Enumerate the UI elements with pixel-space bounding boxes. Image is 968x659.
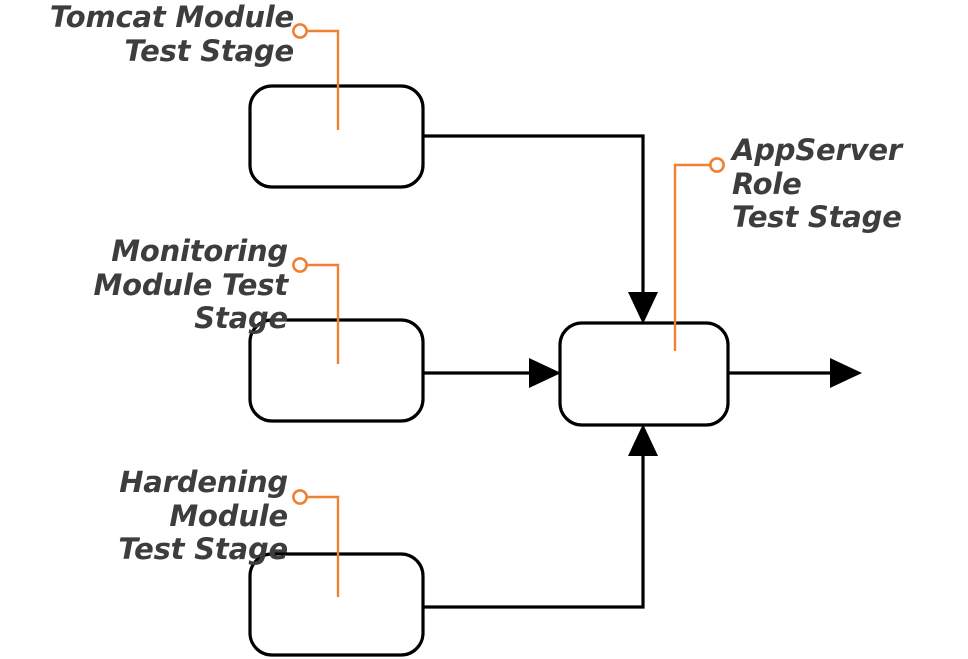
callout-leader-appserver: [673, 157, 725, 351]
callout-tomcat-dot[interactable]: [292, 23, 308, 39]
node-hardening-stage[interactable]: [248, 552, 425, 657]
edge-hardening-arrowhead: [628, 424, 658, 456]
edge-appserver-output: [728, 358, 862, 388]
edge-tomcat-arrowhead: [628, 292, 658, 324]
edge-output-arrowhead: [830, 358, 862, 388]
callout-monitoring-dot[interactable]: [292, 257, 308, 273]
node-appserver-stage[interactable]: [558, 321, 730, 427]
callout-appserver-path: [673, 163, 710, 351]
callout-hardening-path: [307, 495, 340, 597]
node-tomcat-stage[interactable]: [248, 84, 425, 189]
edge-tomcat-path: [423, 134, 645, 305]
callout-leader-monitoring: [292, 257, 340, 364]
callout-leader-hardening: [292, 489, 340, 597]
edge-monitoring-to-appserver: [423, 358, 561, 388]
callout-appserver-dot[interactable]: [709, 157, 725, 173]
callout-leader-tomcat: [292, 23, 340, 130]
edge-tomcat-to-appserver: [423, 134, 658, 324]
callout-tomcat-path: [307, 29, 340, 130]
edge-hardening-path: [423, 443, 645, 609]
edge-monitoring-arrowhead: [529, 358, 561, 388]
callout-monitoring-path: [307, 263, 340, 364]
edge-hardening-to-appserver: [423, 424, 658, 609]
callout-hardening-dot[interactable]: [292, 489, 308, 505]
node-monitoring-stage[interactable]: [248, 318, 425, 423]
